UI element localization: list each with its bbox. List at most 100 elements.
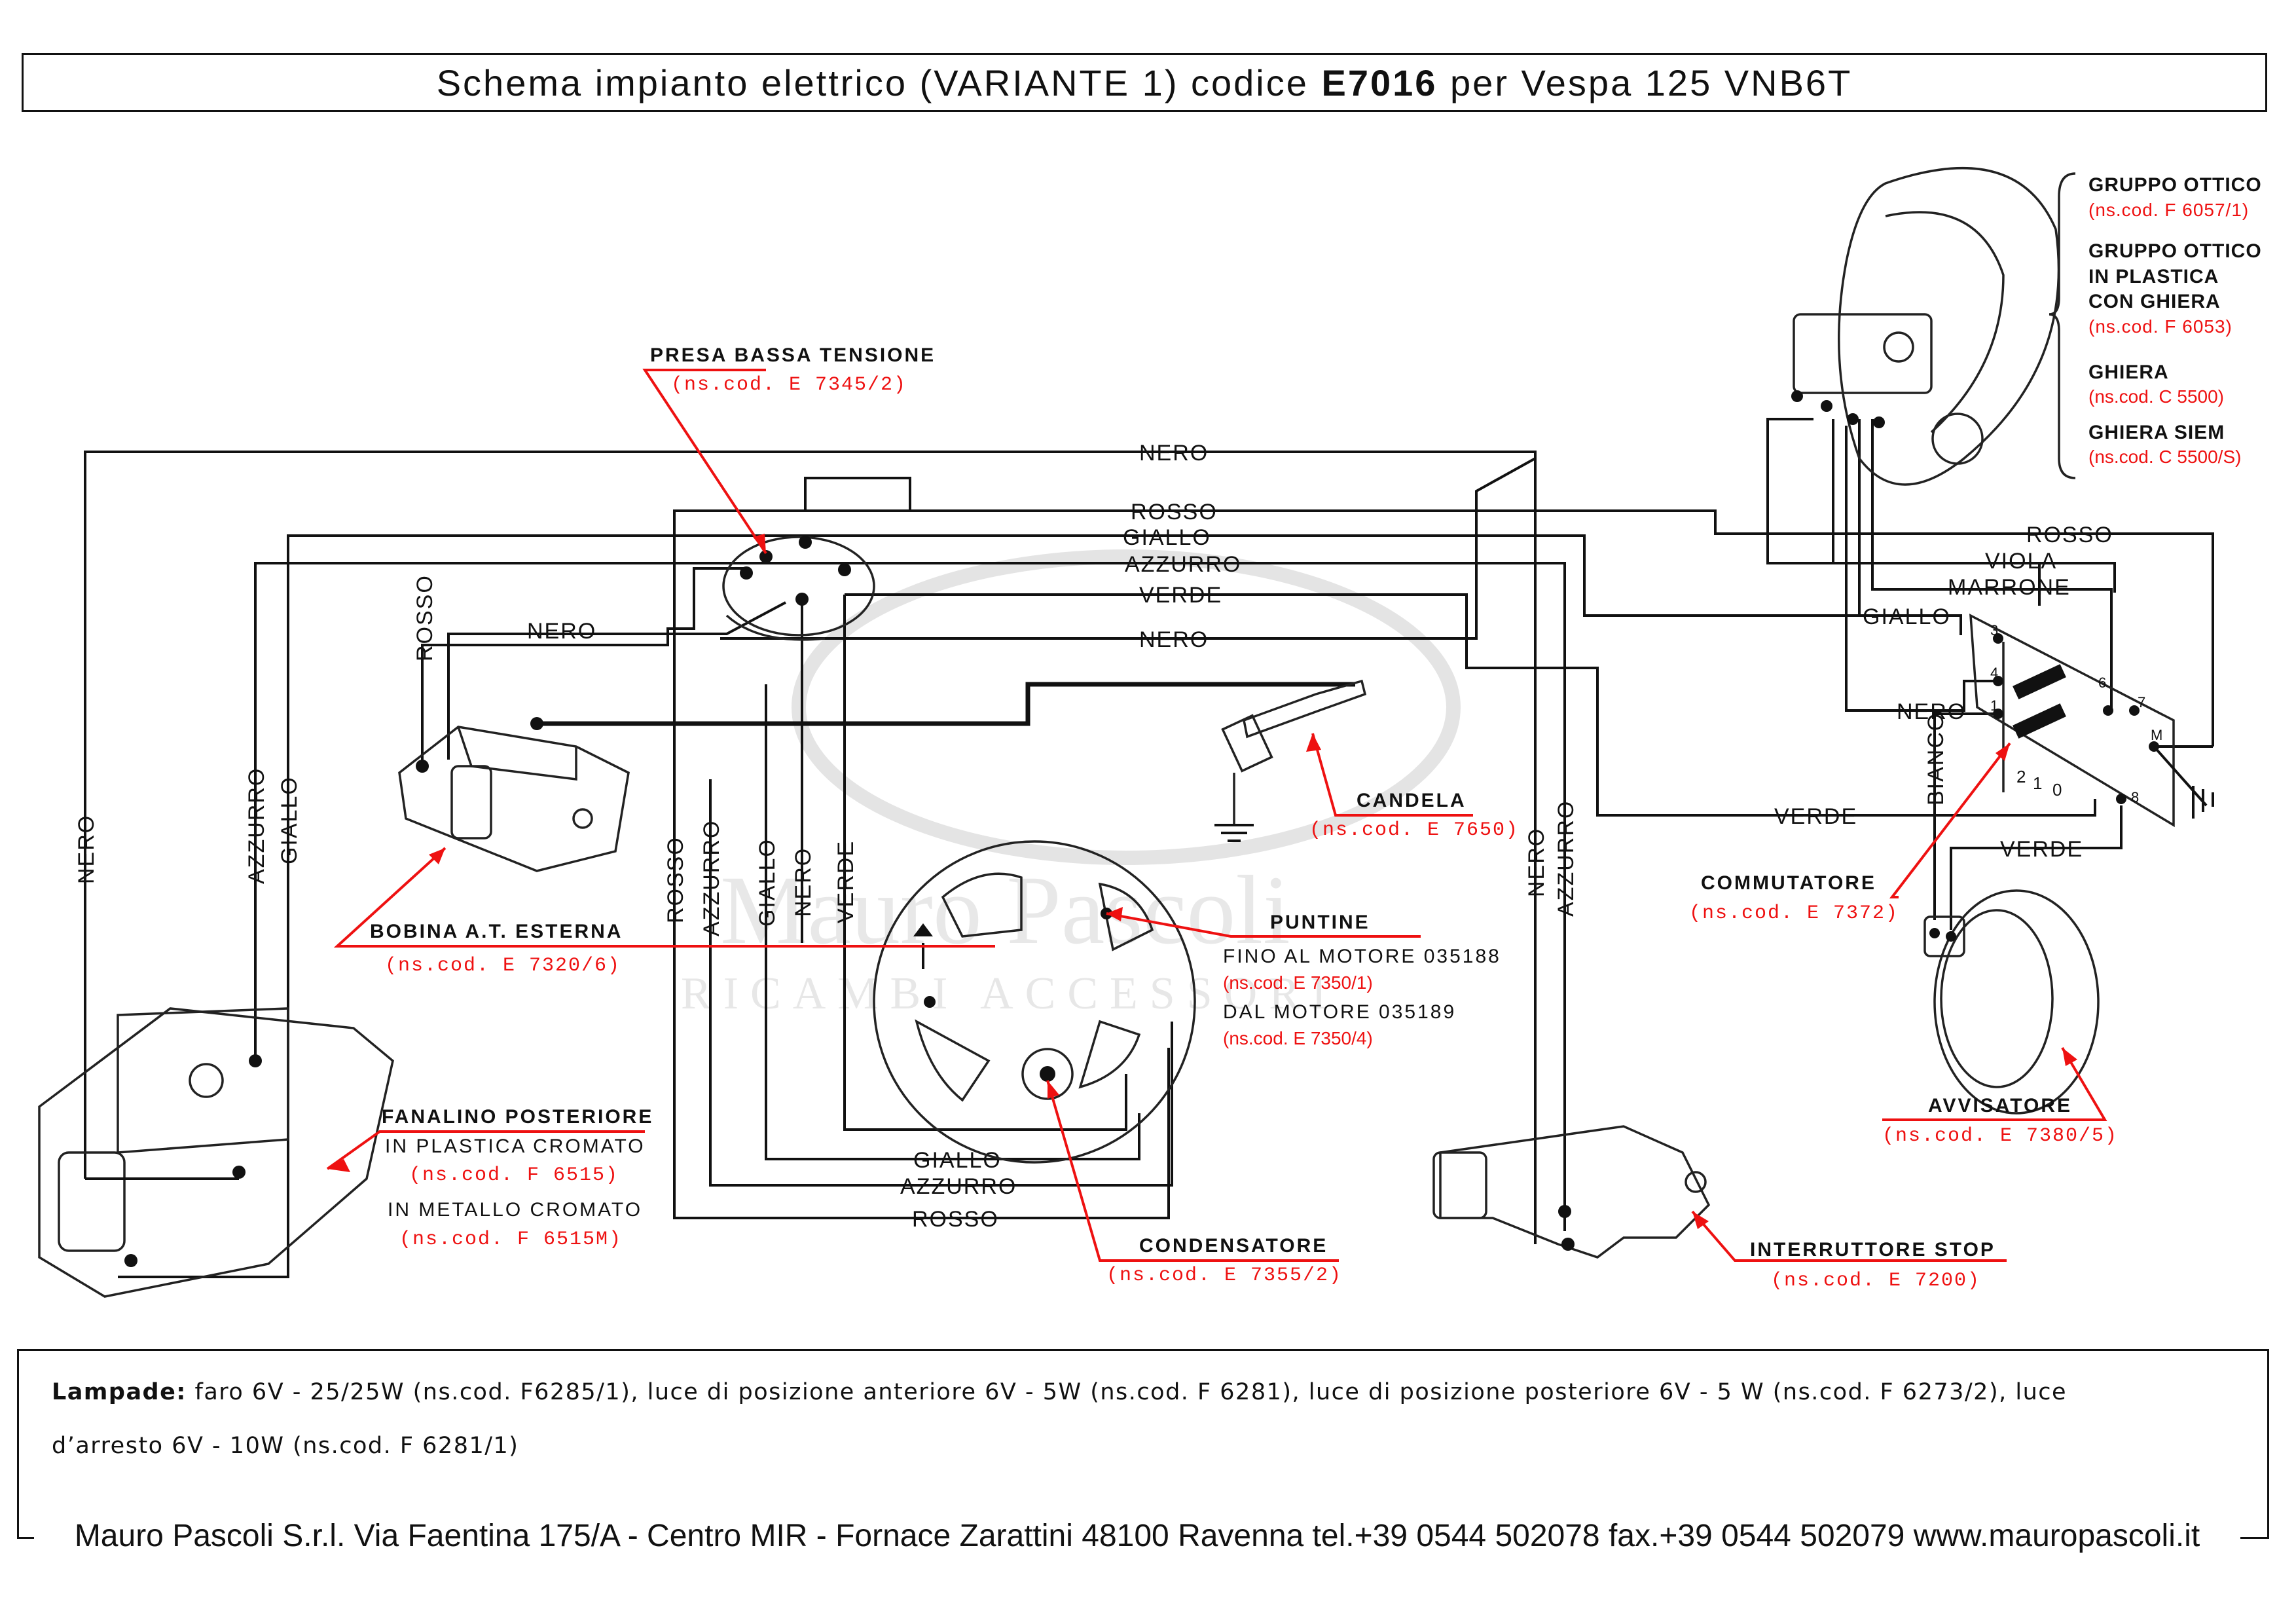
- gruppo-name3: GHIERA: [2088, 361, 2169, 383]
- commutatore-drawing: 3 4 1 6 7 M 8 2 1 0: [1969, 614, 2214, 828]
- terminal-3: 3: [1990, 622, 1999, 638]
- page-title: Schema impianto elettrico (VARIANTE 1) c…: [22, 53, 2267, 112]
- interruttore-name: INTERRUTTORE STOP: [1750, 1239, 1995, 1261]
- label-viola: VIOLA: [1985, 549, 2057, 574]
- fanalino-drawing: [38, 1007, 394, 1298]
- gruppo-code1: (ns.cod. F 6057/1): [2088, 200, 2249, 220]
- gruppo-name2b: IN PLASTICA: [2088, 266, 2219, 287]
- label-nero-left: NERO: [74, 815, 99, 884]
- wire-bianco: [1933, 712, 2000, 920]
- label-azzurro-stator: AZZURRO: [699, 820, 724, 936]
- wire-rosso-stator: [674, 1048, 1170, 1219]
- gruppo-name2a: GRUPPO OTTICO: [2088, 240, 2262, 262]
- watermark-tagline: RICAMBI ACCESSORI: [681, 969, 1338, 1019]
- presa-code: (ns.cod. E 7345/2): [671, 374, 907, 396]
- terminal-8: 8: [2131, 789, 2140, 805]
- wire-viola: [1832, 419, 2041, 606]
- fanalino-code2: (ns.cod. F 6515M): [399, 1228, 622, 1251]
- position-2: 2: [2016, 767, 2027, 786]
- label-nero-stator: NERO: [791, 847, 816, 917]
- bobina-name: BOBINA A.T. ESTERNA: [370, 921, 623, 942]
- title-code: E7016: [1321, 62, 1438, 103]
- label-verde-right: VERDE: [1774, 804, 1857, 829]
- wire-nero-comm: [1845, 426, 1994, 712]
- title-suffix: per Vespa 125 VNB6T: [1450, 62, 1853, 103]
- wire-nero-bobina: [447, 601, 786, 760]
- terminal-1: 1: [1990, 697, 1999, 714]
- avvisatore-drawing: [1923, 889, 2100, 1115]
- label-azzurro-left: AZZURRO: [244, 767, 269, 884]
- wire-azzurro-stator: [709, 779, 1173, 1187]
- label-verde-top: VERDE: [1139, 583, 1222, 608]
- label-rosso-right: ROSSO: [2026, 523, 2113, 547]
- label-giallo-left: GIALLO: [277, 776, 302, 864]
- fanalino-code1: (ns.cod. F 6515): [409, 1164, 619, 1187]
- wire-nero-branch: [720, 457, 1536, 640]
- wire-verde-stator: [843, 595, 1127, 1131]
- label-giallo-stator: GIALLO: [755, 838, 780, 927]
- wire-nero-top: [84, 451, 1537, 1244]
- label-bianco: BIANCO: [1923, 712, 1948, 805]
- label-giallo-right: GIALLO: [1863, 604, 1951, 629]
- gruppo-code3: (ns.cod. C 5500): [2088, 386, 2224, 407]
- gruppo-ottico-drawing: [1791, 166, 2076, 486]
- footer-address: Mauro Pascoli S.r.l. Via Faentina 175/A …: [34, 1518, 2240, 1554]
- label-giallo-bottom: GIALLO: [913, 1148, 1002, 1173]
- puntine-code2: (ns.cod. E 7350/4): [1223, 1028, 1373, 1048]
- wire-ht-lead: [537, 682, 1355, 726]
- fanalino-name1: FANALINO POSTERIORE: [382, 1106, 653, 1128]
- gruppo-name4: GHIERA SIEM: [2088, 422, 2225, 443]
- gruppo-code2: (ns.cod. F 6053): [2088, 316, 2232, 337]
- wire-marrone: [1871, 419, 2113, 710]
- terminal-7: 7: [2138, 694, 2147, 710]
- label-nero-top: NERO: [1139, 441, 1209, 466]
- lamps-text: Lampade: faro 6V - 25/25W (ns.cod. F6285…: [52, 1365, 2241, 1473]
- fanalino-name3: IN METALLO CROMATO: [388, 1199, 642, 1221]
- wire-verde-top: [845, 593, 2096, 817]
- wire-giallo-stator: [765, 684, 1140, 1160]
- gruppo-name2c: CON GHIERA: [2088, 291, 2221, 312]
- wire-verde-horn: [1950, 805, 2123, 930]
- condensatore-name: CONDENSATORE: [1139, 1235, 1328, 1257]
- terminal-4: 4: [1990, 665, 1999, 681]
- commutatore-name: COMMUTATORE: [1701, 872, 1876, 894]
- wire-azzurro-right: [805, 562, 1566, 1231]
- label-nero-right: NERO: [1897, 699, 1966, 724]
- avvisatore-code: (ns.cod. E 7380/5): [1882, 1125, 2118, 1147]
- lamps-label: Lampade:: [52, 1379, 187, 1405]
- label-rosso-stator: ROSSO: [663, 836, 688, 923]
- terminal-6: 6: [2098, 674, 2107, 691]
- gruppo-code4: (ns.cod. C 5500/S): [2088, 447, 2241, 467]
- callout-leaders: [326, 369, 2107, 1262]
- title-prefix: Schema impianto elettrico (VARIANTE 1) c…: [436, 62, 1309, 103]
- candela-drawing: [1214, 679, 1367, 842]
- wire-giallo-right: [805, 534, 1962, 635]
- position-1: 1: [2033, 773, 2043, 793]
- puntine-code1: (ns.cod. E 7350/1): [1223, 972, 1373, 993]
- lamps-line2: d’arresto 6V - 10W (ns.cod. F 6281/1): [52, 1433, 519, 1459]
- gruppo-name1: GRUPPO OTTICO: [2088, 174, 2262, 196]
- wire-labels: NERO ROSSO GIALLO AZZURRO VERDE NERO NER…: [74, 441, 2113, 1232]
- label-rosso-bobina: ROSSO: [412, 574, 437, 661]
- label-azzurro-top: AZZURRO: [1125, 552, 1241, 577]
- candela-code: (ns.cod. E 7650): [1309, 819, 1519, 841]
- lamps-line1: faro 6V - 25/25W (ns.cod. F6285/1), luce…: [194, 1379, 2068, 1405]
- label-verde-stator: VERDE: [833, 840, 858, 923]
- bobina-drawing: [398, 717, 630, 872]
- terminal-m: M: [2151, 727, 2164, 743]
- label-nero-stop: NERO: [1524, 828, 1549, 897]
- label-verde-horn: VERDE: [2000, 837, 2083, 862]
- puntine-line2: DAL MOTORE 035189: [1223, 1001, 1456, 1023]
- label-giallo-top: GIALLO: [1123, 525, 1211, 550]
- puntine-line1: FINO AL MOTORE 035188: [1223, 946, 1501, 967]
- wire-headlight-1: [1766, 418, 2116, 593]
- puntine-name: PUNTINE: [1270, 912, 1370, 933]
- label-marrone: MARRONE: [1948, 575, 2071, 600]
- fanalino-name2: IN PLASTICA CROMATO: [385, 1135, 646, 1157]
- avvisatore-name: AVVISATORE: [1928, 1095, 2072, 1116]
- wire-azzurro-main: [254, 562, 805, 1061]
- position-0: 0: [2052, 780, 2063, 800]
- candela-name: CANDELA: [1357, 790, 1467, 811]
- interruttore-stop-drawing: [1432, 1125, 1711, 1259]
- label-rosso-top: ROSSO: [1131, 500, 1218, 525]
